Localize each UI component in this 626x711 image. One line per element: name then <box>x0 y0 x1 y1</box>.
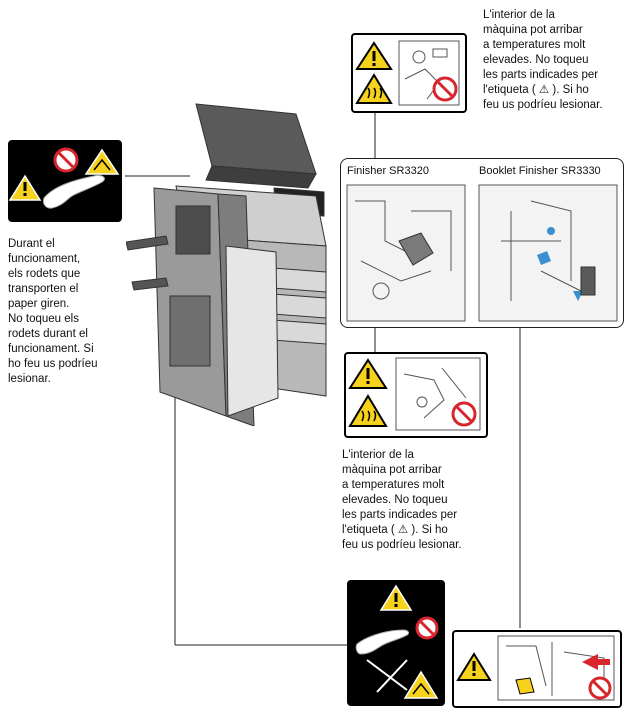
finisher-label-left: Finisher SR3320 <box>347 165 429 177</box>
hand-drawing <box>43 175 105 209</box>
warning-label-middle <box>344 352 488 438</box>
warning-icon <box>379 584 413 611</box>
hot-surface-icon <box>348 394 388 427</box>
no-touch-icon <box>451 401 477 427</box>
warning-label-left <box>8 140 122 222</box>
warning-label-graphic <box>348 357 481 431</box>
no-touch-icon <box>53 147 79 173</box>
warning-label-top-right <box>351 33 467 113</box>
warning-text-middle: L'interior de la màquina pot arribar a t… <box>342 449 462 551</box>
warning-text-top-right: L'interior de la màquina pot arribar a t… <box>483 9 603 111</box>
pinch-hazard-icon <box>403 670 439 699</box>
warning-label-graphic <box>8 147 120 209</box>
finisher-interior-drawings <box>346 184 618 322</box>
warning-label-graphic <box>456 635 615 701</box>
no-touch-icon <box>588 676 612 700</box>
warning-icon <box>355 41 393 70</box>
hot-surface-icon <box>355 73 393 104</box>
warning-icon <box>8 174 42 201</box>
warning-label-bottom-right <box>452 630 622 708</box>
warning-icon <box>348 358 388 389</box>
hand-drawing <box>355 629 410 693</box>
arrow-icon <box>582 654 610 670</box>
copier-illustration <box>126 103 327 426</box>
warning-label-graphic <box>355 40 460 106</box>
warning-text-left: Durant el funcionament, els rodets que t… <box>8 238 98 385</box>
warning-label-bottom-middle <box>347 580 445 706</box>
no-touch-icon <box>415 616 439 640</box>
no-touch-icon <box>432 76 458 102</box>
finisher-label-right: Booklet Finisher SR3330 <box>479 165 601 177</box>
finisher-detail-panel: Finisher SR3320 Booklet Finisher SR3330 <box>340 158 624 328</box>
warning-label-graphic <box>355 584 439 699</box>
finisher-sr3320-drawing <box>346 184 466 322</box>
warning-icon <box>456 652 492 681</box>
machine-interior-drawing <box>395 357 481 431</box>
pinch-hazard-icon <box>84 148 120 175</box>
booklet-finisher-sr3330-drawing <box>478 184 618 322</box>
